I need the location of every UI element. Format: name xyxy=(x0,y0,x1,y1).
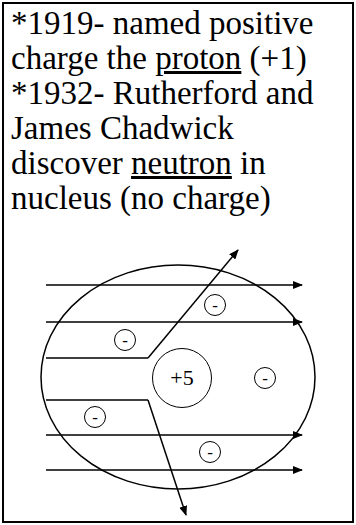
electron: - xyxy=(254,367,276,389)
electron-charge: - xyxy=(262,370,268,387)
note-paragraph: *1919- named positive charge theproton(+… xyxy=(11,6,347,76)
electron: - xyxy=(199,441,221,463)
deflected-path xyxy=(148,400,186,515)
electron: - xyxy=(84,406,106,428)
particle-path xyxy=(46,284,302,286)
atom-outline xyxy=(41,265,315,489)
particle-path xyxy=(46,399,148,401)
key-term: neutron xyxy=(131,145,232,181)
note-paragraph: *1932- Rutherford and James Chadwick dis… xyxy=(11,76,347,216)
history-notes: *1919- named positive charge theproton(+… xyxy=(11,6,347,216)
nucleus: +5 xyxy=(152,348,212,408)
key-term: proton xyxy=(155,40,241,76)
electron: - xyxy=(204,294,226,316)
nucleus-charge: +5 xyxy=(170,367,193,389)
deflected-path xyxy=(148,250,238,358)
electron-charge: - xyxy=(122,332,128,349)
particle-path xyxy=(46,434,302,436)
particle-path xyxy=(46,469,302,471)
note-text: (+1) xyxy=(250,40,307,76)
electron-charge: - xyxy=(207,444,213,461)
electron-charge: - xyxy=(212,297,218,314)
electron: - xyxy=(114,329,136,351)
particle-path xyxy=(46,357,148,359)
particle-path xyxy=(46,321,302,323)
electron-charge: - xyxy=(92,409,98,426)
